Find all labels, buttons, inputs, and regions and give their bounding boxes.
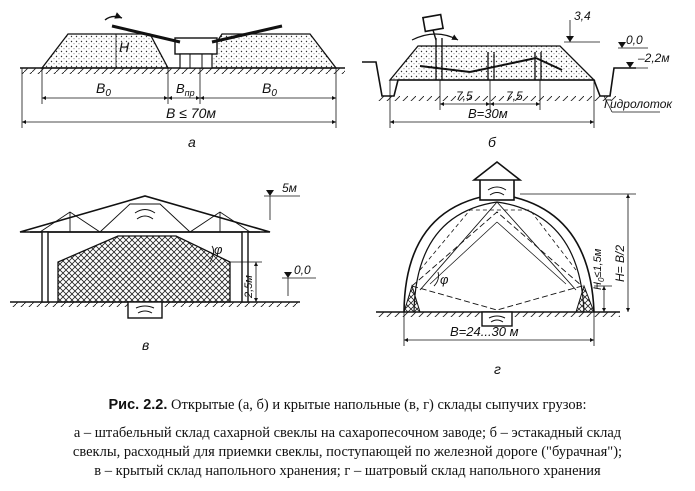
caption-line-3: в – крытый склад напольного хранения; г … [94,463,601,479]
svg-text:H0≤1,5м: H0≤1,5м [592,248,606,290]
figure-caption-body: а – штабельный склад сахарной свеклы на … [0,424,695,481]
v-height-5m: 5м [282,181,297,195]
a-bpr-sub: пр [185,88,195,98]
a-letter: а [188,134,196,150]
svg-text:B0: B0 [96,80,111,99]
b-span-2: 7,5 [506,89,523,103]
diagram-g: H0≤1,5м H= B/2 φ B=24...30 м г [376,160,636,377]
a-b0-left-label: B [96,80,105,96]
b-letter: б [488,134,497,150]
b-height-3-4: 3,4 [574,9,591,23]
svg-text:B0: B0 [262,80,277,99]
g-h0-value: ≤1,5м [592,248,604,277]
b-total-width-label: B=30м [468,106,508,121]
v-angle-phi: φ [214,242,223,257]
a-b0-left-sub: 0 [105,88,111,99]
diagram-a: H B0 Bпр B0 B ≤ 70м а [20,12,345,150]
figure-caption-title: Рис. 2.2. Открытые (а, б) и крытые напол… [0,396,695,415]
figure-number: Рис. 2.2. [108,397,168,413]
v-letter: в [142,337,149,353]
diagram-b: 3,4 0,0 –2,2м 7,5 7,5 B=30м Гидролоток б [362,9,673,150]
storage-diagram: H B0 Bпр B0 B ≤ 70м а 3,4 [10,9,673,377]
g-angle-phi: φ [440,272,449,287]
g-h0-sub: 0 [597,277,606,282]
b-span-1: 7,5 [456,89,473,103]
a-b0-right-label: B [262,80,271,96]
a-b0-right-sub: 0 [271,88,277,99]
a-height-label: H [119,39,130,55]
g-total-width-label: B=24...30 м [450,324,519,339]
b-channel-label: Гидролоток [604,97,673,111]
v-level-0-0: 0,0 [294,263,311,277]
caption-line-2: свеклы, расходный для приемки свеклы, по… [72,444,623,460]
b-level-0-0: 0,0 [626,33,643,47]
g-letter: г [494,361,501,377]
v-height-2-5m: 2,5м [243,275,255,299]
caption-line-1: а – штабельный склад сахарной свеклы на … [73,425,622,441]
g-h0-label: H [592,282,604,290]
a-bpr-label: B [176,81,185,96]
figure-title: Открытые (а, б) и крытые напольные (в, г… [171,397,587,413]
g-height-label: H= B/2 [613,245,627,282]
a-total-width-label: B ≤ 70м [166,105,216,121]
b-level-minus-2-2: –2,2м [637,51,670,65]
diagram-v: 5м 2,5м 0,0 φ в [10,181,316,353]
svg-text:Bпр: Bпр [176,81,195,98]
